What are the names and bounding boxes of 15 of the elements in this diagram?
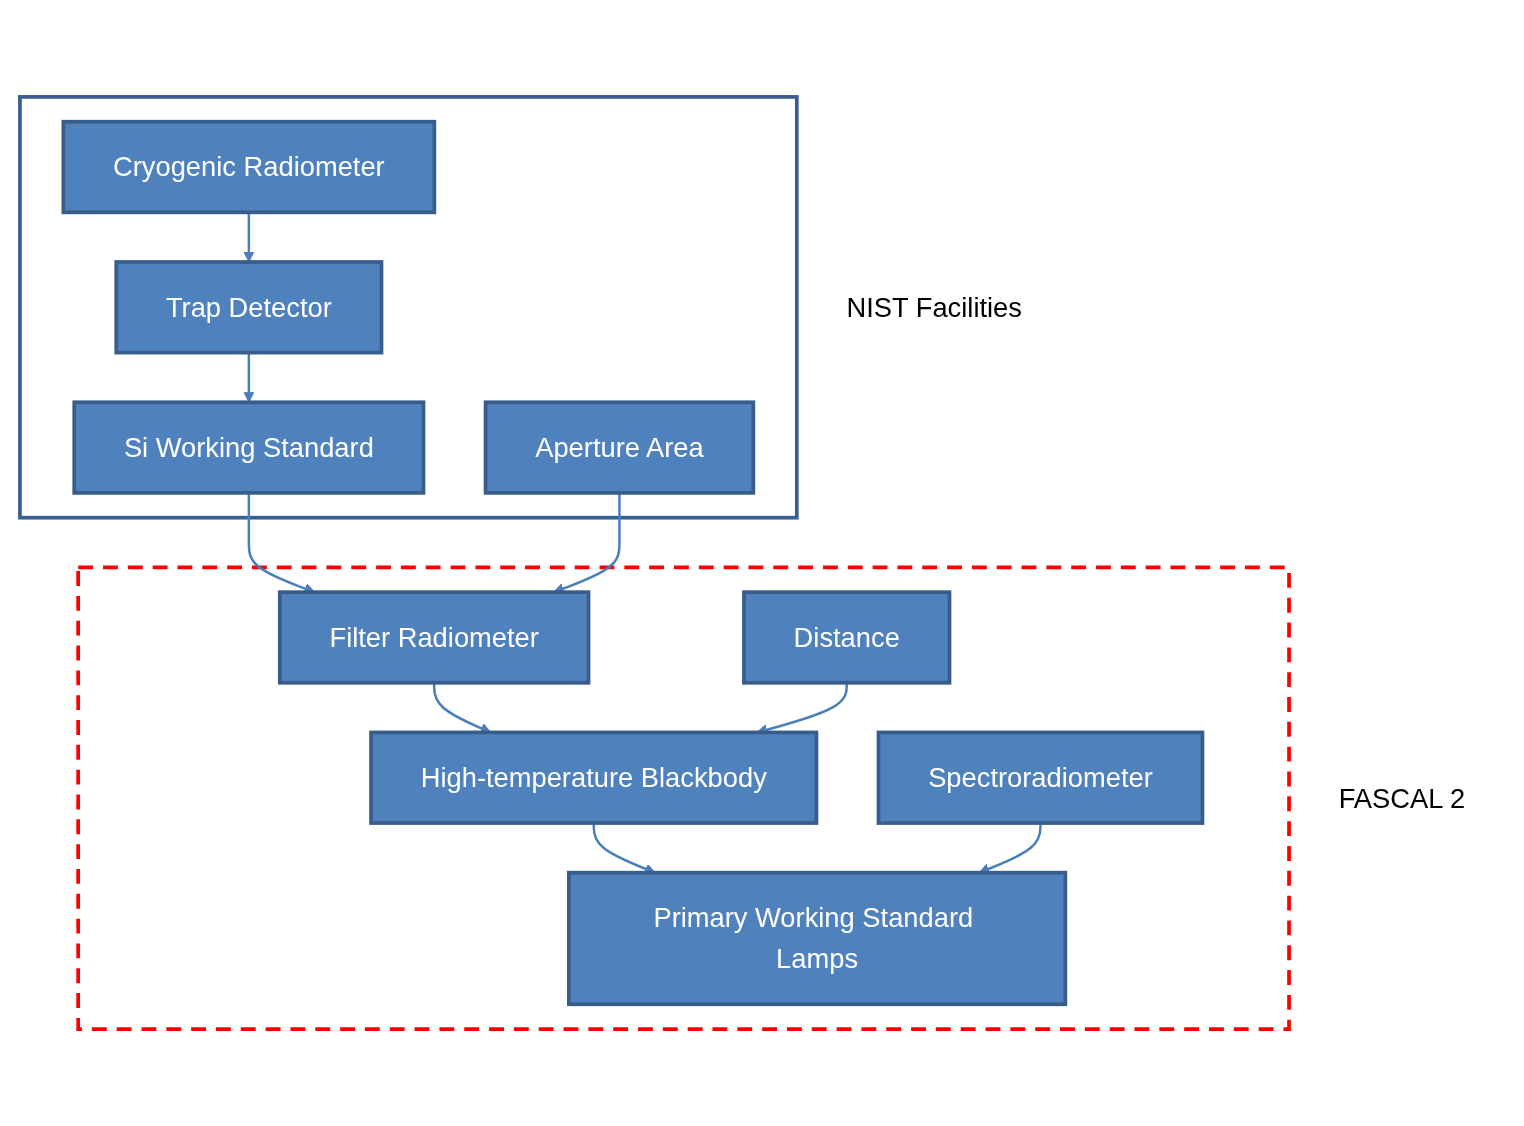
node-box: Trap Detector (114, 260, 384, 355)
node-box: Spectroradiometer (876, 730, 1205, 825)
cluster (18, 95, 799, 520)
cluster (76, 565, 1291, 1031)
node-box: Aperture Area (483, 400, 756, 495)
node-box: Si Working Standard (72, 400, 426, 495)
node-box: Primary Working Standard Lamps (567, 870, 1068, 1007)
arrow (243, 352, 255, 403)
arrow (243, 212, 255, 263)
node-label: FASCAL 2 (1338, 782, 1466, 814)
node-label: NIST Facilities (846, 291, 1022, 323)
node-box: Filter Radiometer (277, 590, 591, 685)
node-box: Distance (742, 590, 952, 685)
node-box: Cryogenic Radiometer (61, 119, 437, 215)
node-box: High-temperature Blackbody (369, 730, 819, 825)
